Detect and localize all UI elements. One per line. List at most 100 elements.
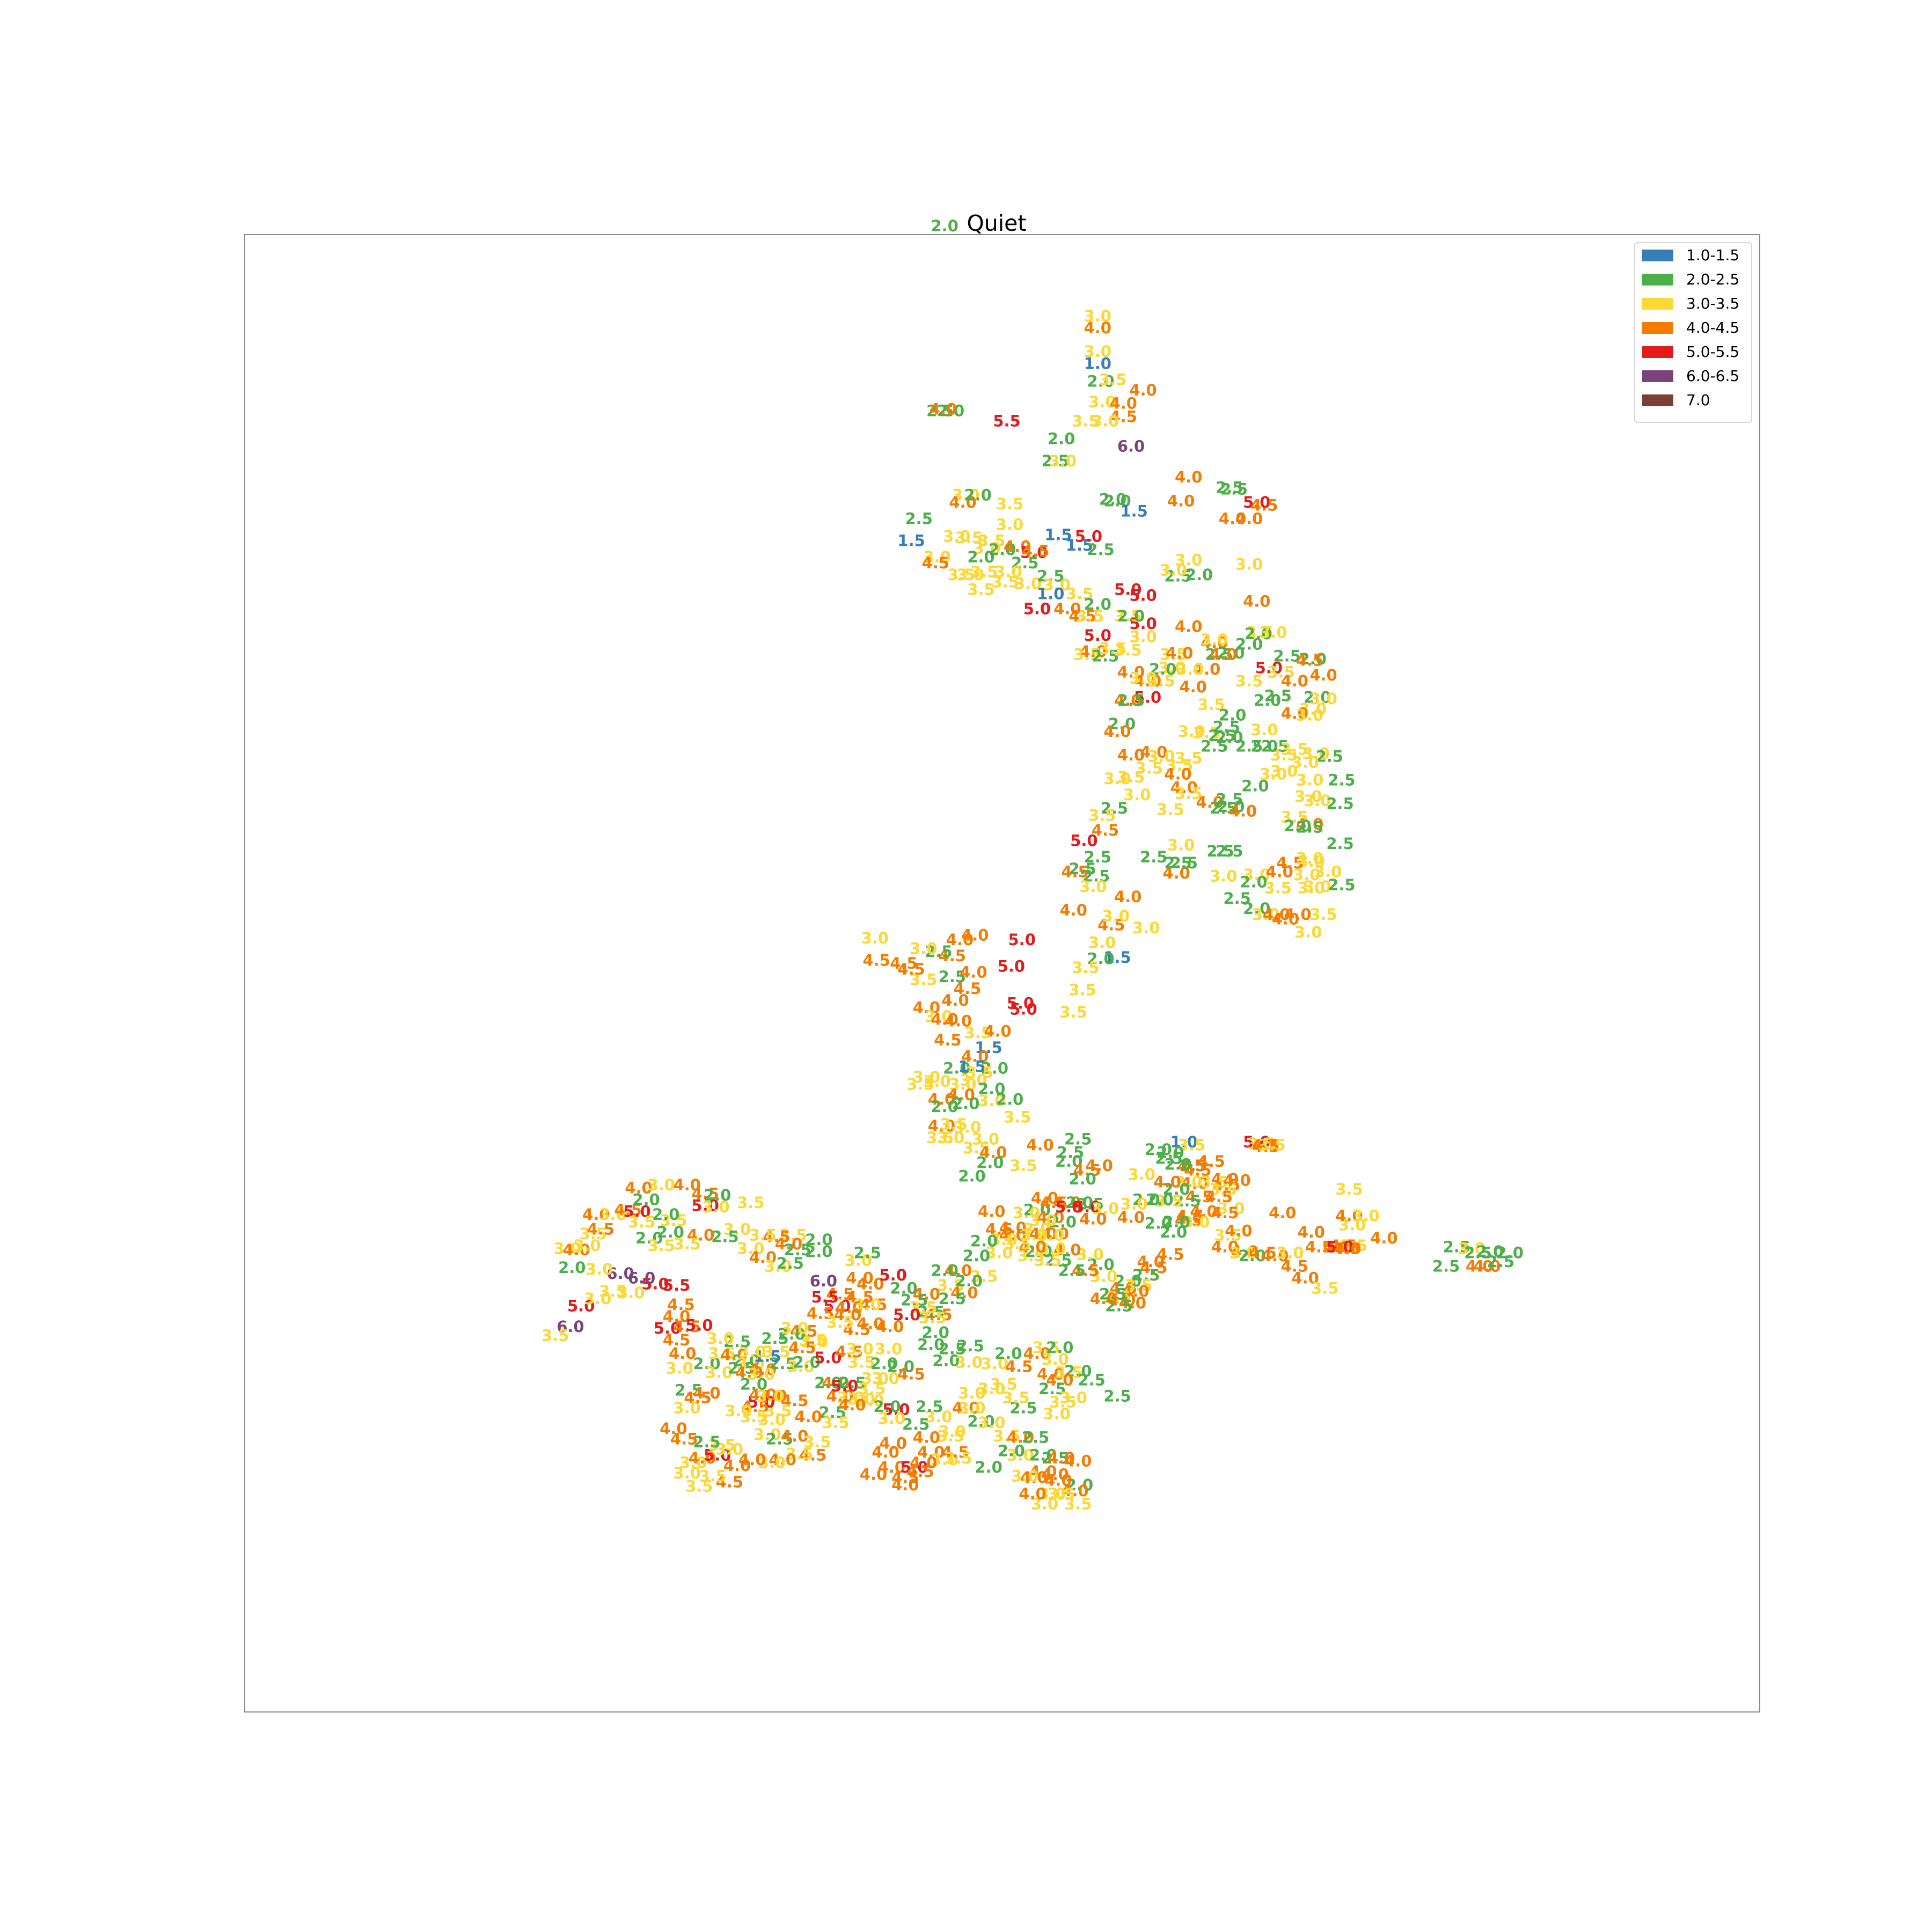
data-point-label: 4.0 (674, 1176, 701, 1194)
data-point-label: 2.0 (1029, 1446, 1057, 1465)
data-point-label: 3.0 (1042, 1350, 1069, 1368)
data-point-label: 3.0 (1103, 770, 1131, 788)
data-point-label: 4.5 (890, 954, 917, 972)
data-point-label: 1.5 (1103, 948, 1131, 967)
data-point-label: 3.0 (847, 1390, 875, 1408)
data-point-label: 3.5 (1072, 412, 1099, 430)
data-point-label: 2.0 (1149, 660, 1176, 678)
data-point-label: 4.0 (1162, 864, 1190, 882)
data-point-label: 3.5 (1017, 1247, 1044, 1265)
data-point-label: 5.0 (1023, 599, 1051, 618)
data-point-label: 4.0 (1103, 722, 1131, 741)
data-point-label: 4.0 (1323, 1238, 1351, 1256)
data-point-label: 3.0 (1298, 879, 1325, 897)
data-point-label: 4.0 (1019, 1484, 1046, 1503)
data-point-label: 2.5 (1208, 727, 1235, 745)
data-point-label: 2.0 (1496, 1244, 1524, 1262)
data-point-label: 2.5 (728, 1359, 755, 1377)
data-point-label: 2.0 (1117, 607, 1145, 625)
data-point-label: 2.5 (1206, 842, 1234, 860)
data-point-label: 3.5 (937, 1276, 964, 1294)
data-point-label: 3.0 (1291, 753, 1319, 772)
data-point-label: 2.5 (1296, 818, 1323, 837)
data-point-label: 4.5 (925, 1306, 952, 1324)
data-point-label: 2.0 (1299, 650, 1327, 668)
data-point-label: 3.0 (931, 1451, 958, 1469)
data-point-label: 4.0 (1114, 691, 1141, 709)
data-point-label: 4.0 (1284, 905, 1311, 924)
data-point-label: 3.5 (910, 970, 937, 989)
data-point-label: 3.5 (799, 1331, 826, 1349)
data-point-label: 3.0 (1060, 1388, 1087, 1407)
data-point-label: 3.0 (925, 1007, 952, 1026)
data-point-label: 5.0 (641, 1275, 669, 1293)
data-point-label: 3.0 (1147, 748, 1175, 766)
data-point-label: 4.0 (822, 1374, 849, 1392)
data-point-label: 3.5 (970, 1268, 998, 1286)
data-point-label: 5.5 (811, 1288, 839, 1306)
data-point-label: 4.5 (1281, 1257, 1308, 1275)
data-point-label: 4.0 (952, 1399, 979, 1417)
data-point-label: 3.0 (1250, 721, 1278, 739)
data-point-label: 4.0 (1167, 492, 1195, 510)
data-point-label: 4.5 (954, 979, 981, 998)
data-point-label: 2.0 (964, 486, 992, 504)
data-point-label: 3.0 (781, 1319, 808, 1337)
data-point-label: 3.0 (666, 1359, 693, 1377)
data-point-label: 2.5 (1042, 452, 1069, 470)
data-point-label: 3.5 (966, 1064, 993, 1082)
data-point-label: 3.5 (993, 1427, 1020, 1445)
data-point-label: 4.0 (999, 1226, 1027, 1245)
data-point-label: 3.0 (738, 1343, 766, 1361)
data-point-label: 3.5 (940, 1115, 968, 1133)
legend-swatch (1642, 298, 1673, 310)
data-point-label: 2.0 (1099, 491, 1126, 509)
data-point-label: 4.5 (692, 1184, 719, 1203)
data-point-label: 4.0 (1265, 862, 1293, 881)
data-point-label: 3.5 (708, 1344, 736, 1363)
data-point-label: 3.0 (943, 527, 970, 545)
data-point-label: 5.0 (1020, 544, 1048, 562)
data-point-label: 2.0 (887, 1358, 914, 1376)
data-point-label: 2.5 (1011, 554, 1038, 572)
data-point-label: 4.5 (1069, 607, 1096, 625)
data-point-label: 2.5 (917, 1303, 945, 1321)
data-point-label: 5.0 (1326, 1238, 1353, 1256)
data-point-label: 2.5 (1069, 860, 1096, 878)
data-point-label: 4.0 (930, 400, 957, 419)
data-point-label: 2.0 (1108, 715, 1136, 733)
data-point-label: 3.0 (937, 1129, 964, 1147)
data-point-label: 4.5 (939, 947, 966, 965)
data-point-label: 3.5 (1147, 672, 1175, 690)
data-point-label: 3.5 (945, 1449, 972, 1467)
data-point-label: 3.0 (1302, 744, 1329, 763)
data-point-label: 3.5 (1248, 1135, 1275, 1153)
data-point-label: 3.0 (787, 1358, 814, 1376)
data-point-label: 2.0 (1219, 706, 1246, 724)
data-point-label: 3.0 (725, 1402, 752, 1420)
data-point-label: 3.5 (955, 529, 983, 547)
data-point-label: 3.5 (1270, 746, 1298, 764)
data-point-label: 5.0 (1075, 527, 1102, 545)
data-point-label: 2.0 (1046, 1338, 1073, 1357)
data-point-label: 3.0 (705, 1364, 733, 1382)
data-point-label: 4.0 (857, 1275, 884, 1293)
data-point-label: 2.0 (1048, 430, 1075, 448)
data-point-label: 3.0 (978, 1414, 1005, 1432)
data-point-label: 2.5 (1235, 737, 1263, 755)
data-point-label: 4.5 (1061, 862, 1088, 881)
data-point-label: 2.5 (1216, 842, 1243, 860)
data-point-label: 3.5 (1210, 1180, 1237, 1198)
data-point-label: 2.5 (926, 401, 954, 420)
data-point-label: 3.0 (753, 1425, 781, 1444)
data-point-label: 2.0 (805, 1242, 832, 1261)
data-point-label: 4.5 (1249, 1244, 1276, 1262)
data-point-label: 4.0 (1061, 1482, 1088, 1500)
data-point-label: 5.0 (814, 1349, 841, 1367)
data-point-label: 2.5 (769, 1355, 796, 1373)
data-point-label: 4.5 (846, 1288, 873, 1306)
data-point-label: 3.5 (970, 562, 998, 581)
data-point-label: 3.0 (1260, 623, 1287, 641)
data-point-label: 4.0 (1272, 910, 1299, 928)
